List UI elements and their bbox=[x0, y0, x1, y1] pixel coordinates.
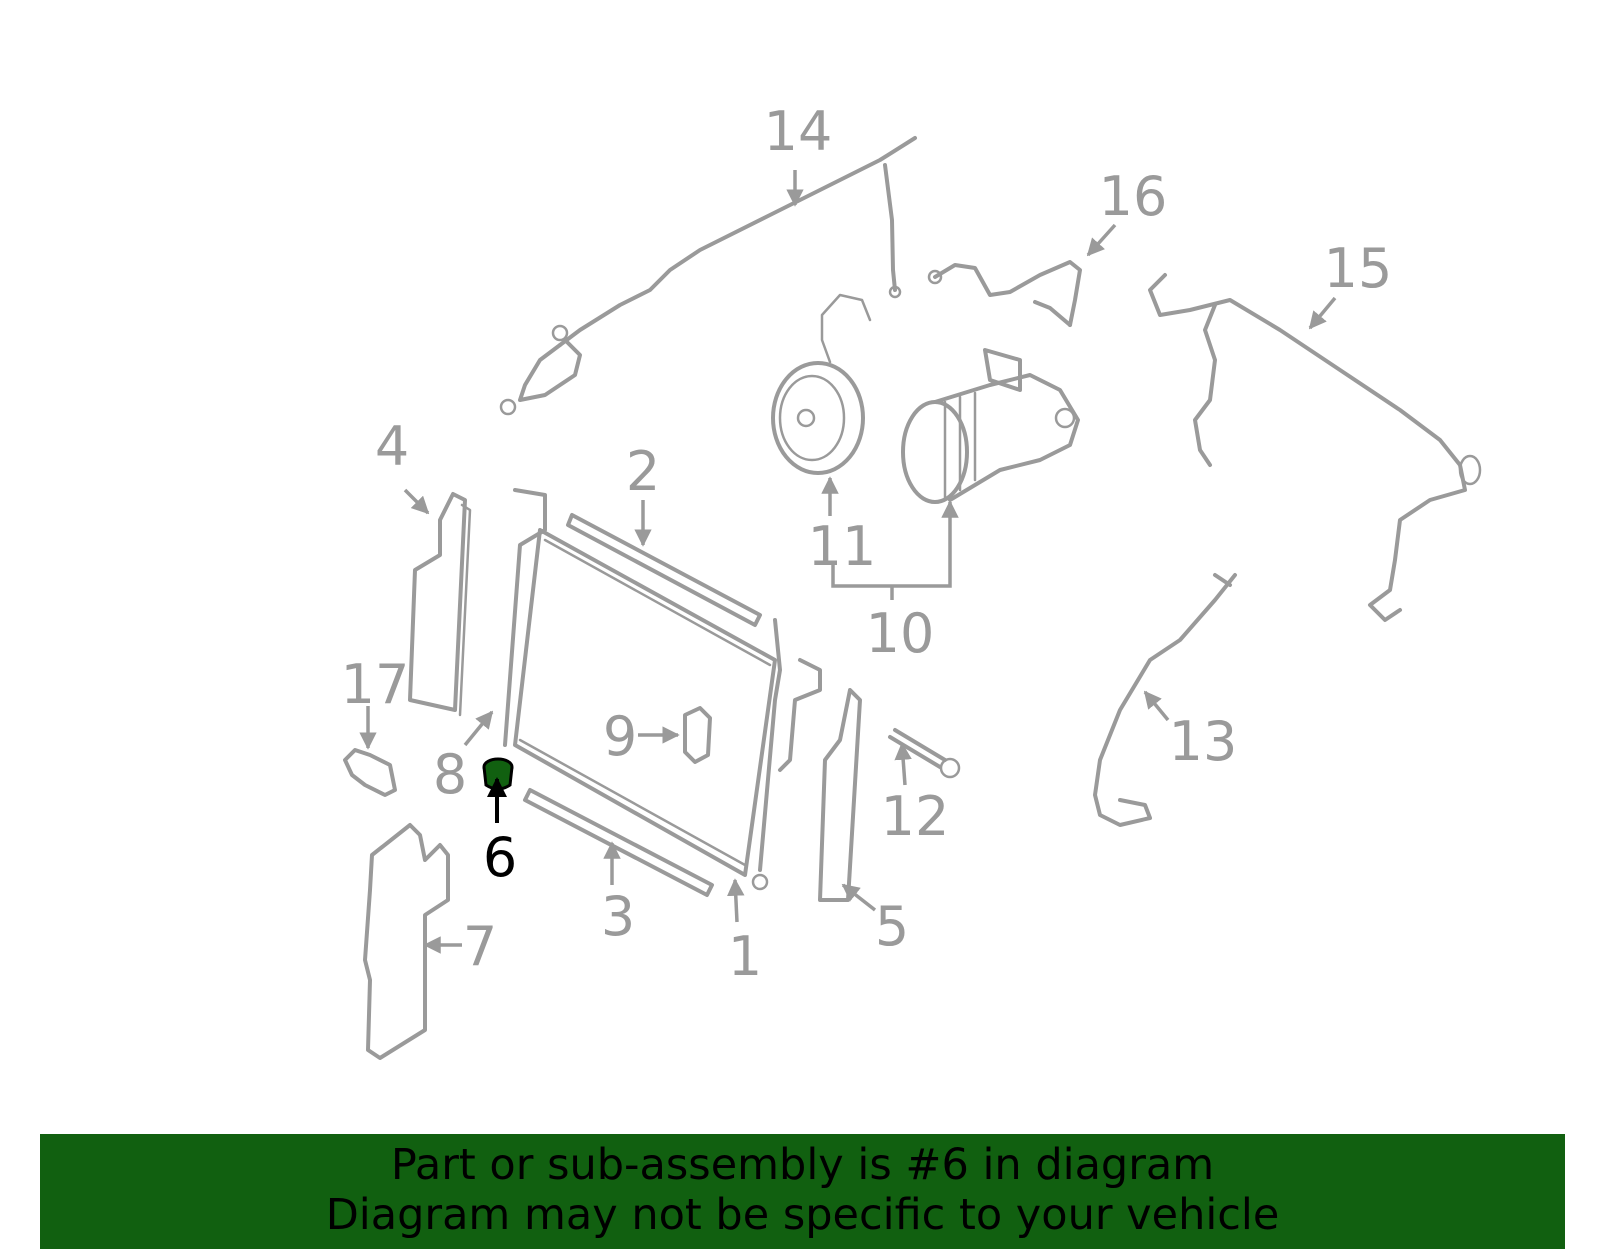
banner-line-2: Diagram may not be specific to your vehi… bbox=[325, 1190, 1280, 1240]
part-3-seal bbox=[523, 788, 714, 897]
part-11-pulley bbox=[771, 293, 872, 475]
callout-7: 7 bbox=[463, 915, 497, 978]
callout-14: 14 bbox=[764, 100, 833, 163]
part-1-condenser bbox=[503, 488, 822, 891]
callout-9: 9 bbox=[603, 705, 637, 768]
part-2-seal bbox=[566, 513, 762, 627]
banner-line-1: Part or sub-assembly is #6 in diagram bbox=[390, 1140, 1215, 1190]
part-15-line bbox=[1148, 273, 1482, 622]
callout-11: 11 bbox=[808, 515, 877, 578]
callout-6: 6 bbox=[483, 826, 517, 889]
callout-2: 2 bbox=[626, 440, 660, 503]
callout-3: 3 bbox=[601, 885, 635, 948]
info-banner: Part or sub-assembly is #6 in diagram Di… bbox=[40, 1134, 1565, 1249]
callout-4: 4 bbox=[375, 415, 409, 478]
part-9-bracket bbox=[683, 706, 712, 764]
part-13-hose bbox=[1093, 573, 1237, 827]
part-16-line bbox=[927, 260, 1082, 327]
callout-16: 16 bbox=[1099, 165, 1168, 228]
part-10-compressor bbox=[901, 348, 1080, 504]
parts-diagram: 14 16 15 4 2 11 10 17 9 13 8 12 6 3 5 7 … bbox=[341, 100, 1482, 1060]
callout-12: 12 bbox=[881, 785, 950, 848]
callout-13: 13 bbox=[1169, 710, 1238, 773]
callout-1: 1 bbox=[728, 925, 762, 988]
callout-10: 10 bbox=[866, 602, 935, 665]
callout-17: 17 bbox=[341, 653, 410, 716]
callout-8: 8 bbox=[433, 743, 467, 806]
callout-5: 5 bbox=[875, 895, 909, 958]
part-17-sensor bbox=[343, 748, 397, 797]
part-5-panel bbox=[818, 688, 862, 902]
part-4-panel bbox=[408, 492, 472, 717]
leader-lines bbox=[359, 170, 1337, 954]
part-12-bolt bbox=[888, 728, 961, 779]
part-7-guide bbox=[363, 823, 450, 1060]
part-14-line bbox=[499, 136, 917, 416]
callout-15: 15 bbox=[1324, 237, 1393, 300]
